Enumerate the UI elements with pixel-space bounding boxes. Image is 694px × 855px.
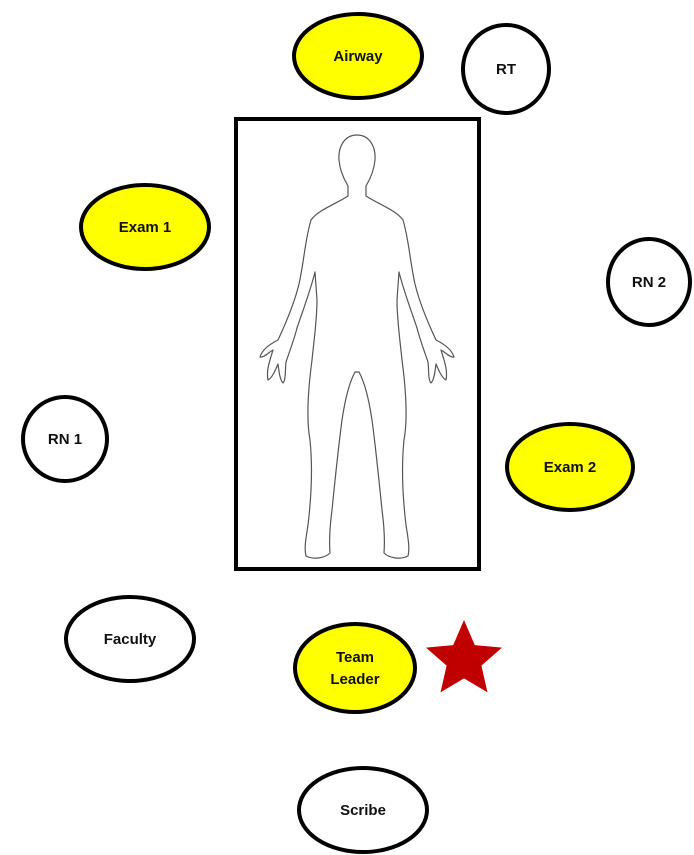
role-exam-2-label: Exam 2 xyxy=(544,459,597,476)
role-rn-1-label: RN 1 xyxy=(48,431,82,448)
role-rn-2: RN 2 xyxy=(608,239,690,325)
role-exam-2: Exam 2 xyxy=(507,424,633,510)
star-icon xyxy=(426,620,502,692)
role-airway: Airway xyxy=(294,14,422,98)
role-team-leader-oval xyxy=(295,624,415,712)
role-rn-1: RN 1 xyxy=(23,397,107,481)
role-exam-1: Exam 1 xyxy=(81,185,209,269)
role-scribe-label: Scribe xyxy=(340,802,386,819)
role-faculty: Faculty xyxy=(66,597,194,681)
role-scribe: Scribe xyxy=(299,768,427,852)
role-exam-1-label: Exam 1 xyxy=(119,219,172,236)
role-rt: RT xyxy=(463,25,549,113)
role-faculty-label: Faculty xyxy=(104,631,157,648)
role-airway-label: Airway xyxy=(333,48,383,65)
role-rn-2-label: RN 2 xyxy=(632,274,666,291)
role-rt-label: RT xyxy=(496,61,516,78)
label-line: Leader xyxy=(330,671,379,688)
label-line: Team xyxy=(336,649,374,666)
